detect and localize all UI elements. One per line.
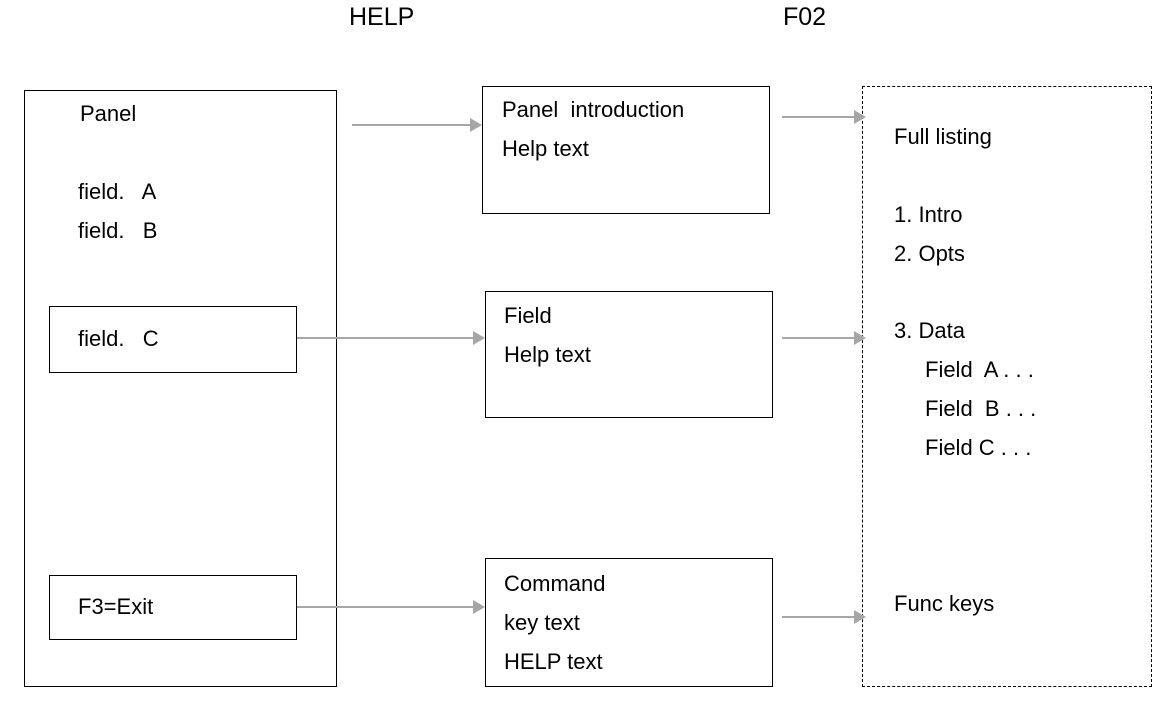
arrow-panel-to-introduction-icon [352, 118, 482, 132]
panel-introduction-help-line1: Panel introduction [502, 97, 685, 122]
full-listing-item-opts: 2. Opts [894, 241, 965, 266]
panel-introduction-help-box [482, 86, 770, 214]
panel-title: Panel [80, 101, 137, 126]
heading-f02: F02 [783, 3, 827, 31]
arrow-field-help-to-full-listing-icon [782, 331, 866, 345]
field-help-line1: Field [504, 303, 552, 328]
arrow-function-key-to-command-help-icon [297, 600, 485, 614]
full-listing-item-data: 3. Data [894, 318, 965, 343]
full-listing-data-field-c: Field C . . . [925, 435, 1032, 460]
field-help-line2: Help text [504, 342, 591, 367]
command-key-help-line1: Command [504, 571, 606, 596]
panel-field-c: field. C [78, 326, 159, 351]
panel-field-c-box [49, 306, 297, 373]
panel-introduction-help-line2: Help text [502, 136, 589, 161]
full-listing-box [862, 86, 1152, 687]
command-key-help-box [485, 558, 773, 687]
field-help-box [485, 291, 773, 418]
panel-field-b: field. B [78, 218, 158, 243]
full-listing-data-field-a: Field A . . . [925, 357, 1034, 382]
arrow-command-help-to-full-listing-icon [782, 610, 866, 624]
arrow-introduction-to-full-listing-icon [782, 110, 866, 124]
full-listing-item-intro: 1. Intro [894, 202, 963, 227]
arrow-field-c-to-field-help-icon [297, 331, 485, 345]
panel-function-key-label: F3=Exit [78, 594, 154, 619]
panel-function-key-box [49, 575, 297, 640]
panel-field-a: field. A [78, 179, 157, 204]
command-key-help-line3: HELP text [504, 649, 603, 674]
full-listing-func-keys: Func keys [894, 591, 995, 616]
full-listing-data-field-b: Field B . . . [925, 396, 1037, 421]
command-key-help-line2: key text [504, 610, 580, 635]
heading-help: HELP [349, 3, 415, 31]
full-listing-title: Full listing [894, 124, 992, 149]
